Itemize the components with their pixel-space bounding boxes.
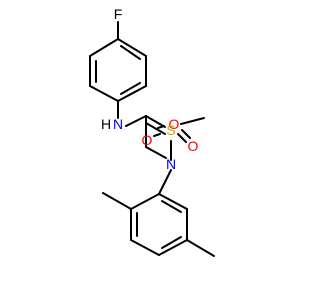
atom-fluorine: F	[114, 6, 123, 22]
bond-s-o-left-1	[157, 125, 165, 129]
bond-ring1-d	[117, 85, 147, 102]
bond-ring2-a	[130, 193, 160, 210]
atom-amide-hydrogen: H	[101, 116, 111, 132]
bond-n-ring2	[158, 169, 172, 195]
atom-labels: F N H O N S O O	[101, 6, 199, 172]
bond-s-ch3	[180, 117, 205, 125]
atom-carbonyl-oxygen: O	[169, 116, 180, 132]
bond-c-o-2	[145, 122, 166, 135]
atom-sulfonyl-oxygen-left: O	[142, 132, 153, 148]
atom-sulfur: S	[166, 122, 175, 138]
bond-c-o-1	[145, 115, 166, 128]
molecule-structure: F N H O N S O O	[89, 6, 215, 257]
bond-ring1-double-3	[120, 45, 141, 60]
bond-s-o-bottom-2	[181, 129, 191, 139]
bond-methyl-meta	[186, 239, 215, 257]
bonds	[89, 21, 215, 257]
bond-ring1-f	[117, 38, 147, 57]
atom-sulfonyl-nitrogen: N	[166, 156, 176, 172]
bond-s-o-left-2	[153, 133, 161, 137]
bond-ring2-d	[158, 239, 188, 256]
bond-ring2-double-2	[161, 236, 182, 249]
bond-ch2-n	[145, 146, 167, 159]
bond-ring2-double-3	[161, 200, 182, 213]
atom-amide-nitrogen: N	[113, 116, 123, 132]
bond-ring1-c	[89, 85, 119, 102]
atom-sulfonyl-oxygen-bottom: O	[188, 138, 199, 154]
bond-ring1-a	[89, 38, 119, 57]
bond-methyl-ortho	[102, 192, 132, 210]
bond-ring1-double-2	[120, 82, 141, 95]
bond-ring2-f	[158, 193, 188, 210]
bond-nh-carbonyl	[125, 115, 147, 127]
bond-s-o-bottom-1	[177, 133, 187, 143]
bond-ring2-c	[130, 239, 160, 256]
